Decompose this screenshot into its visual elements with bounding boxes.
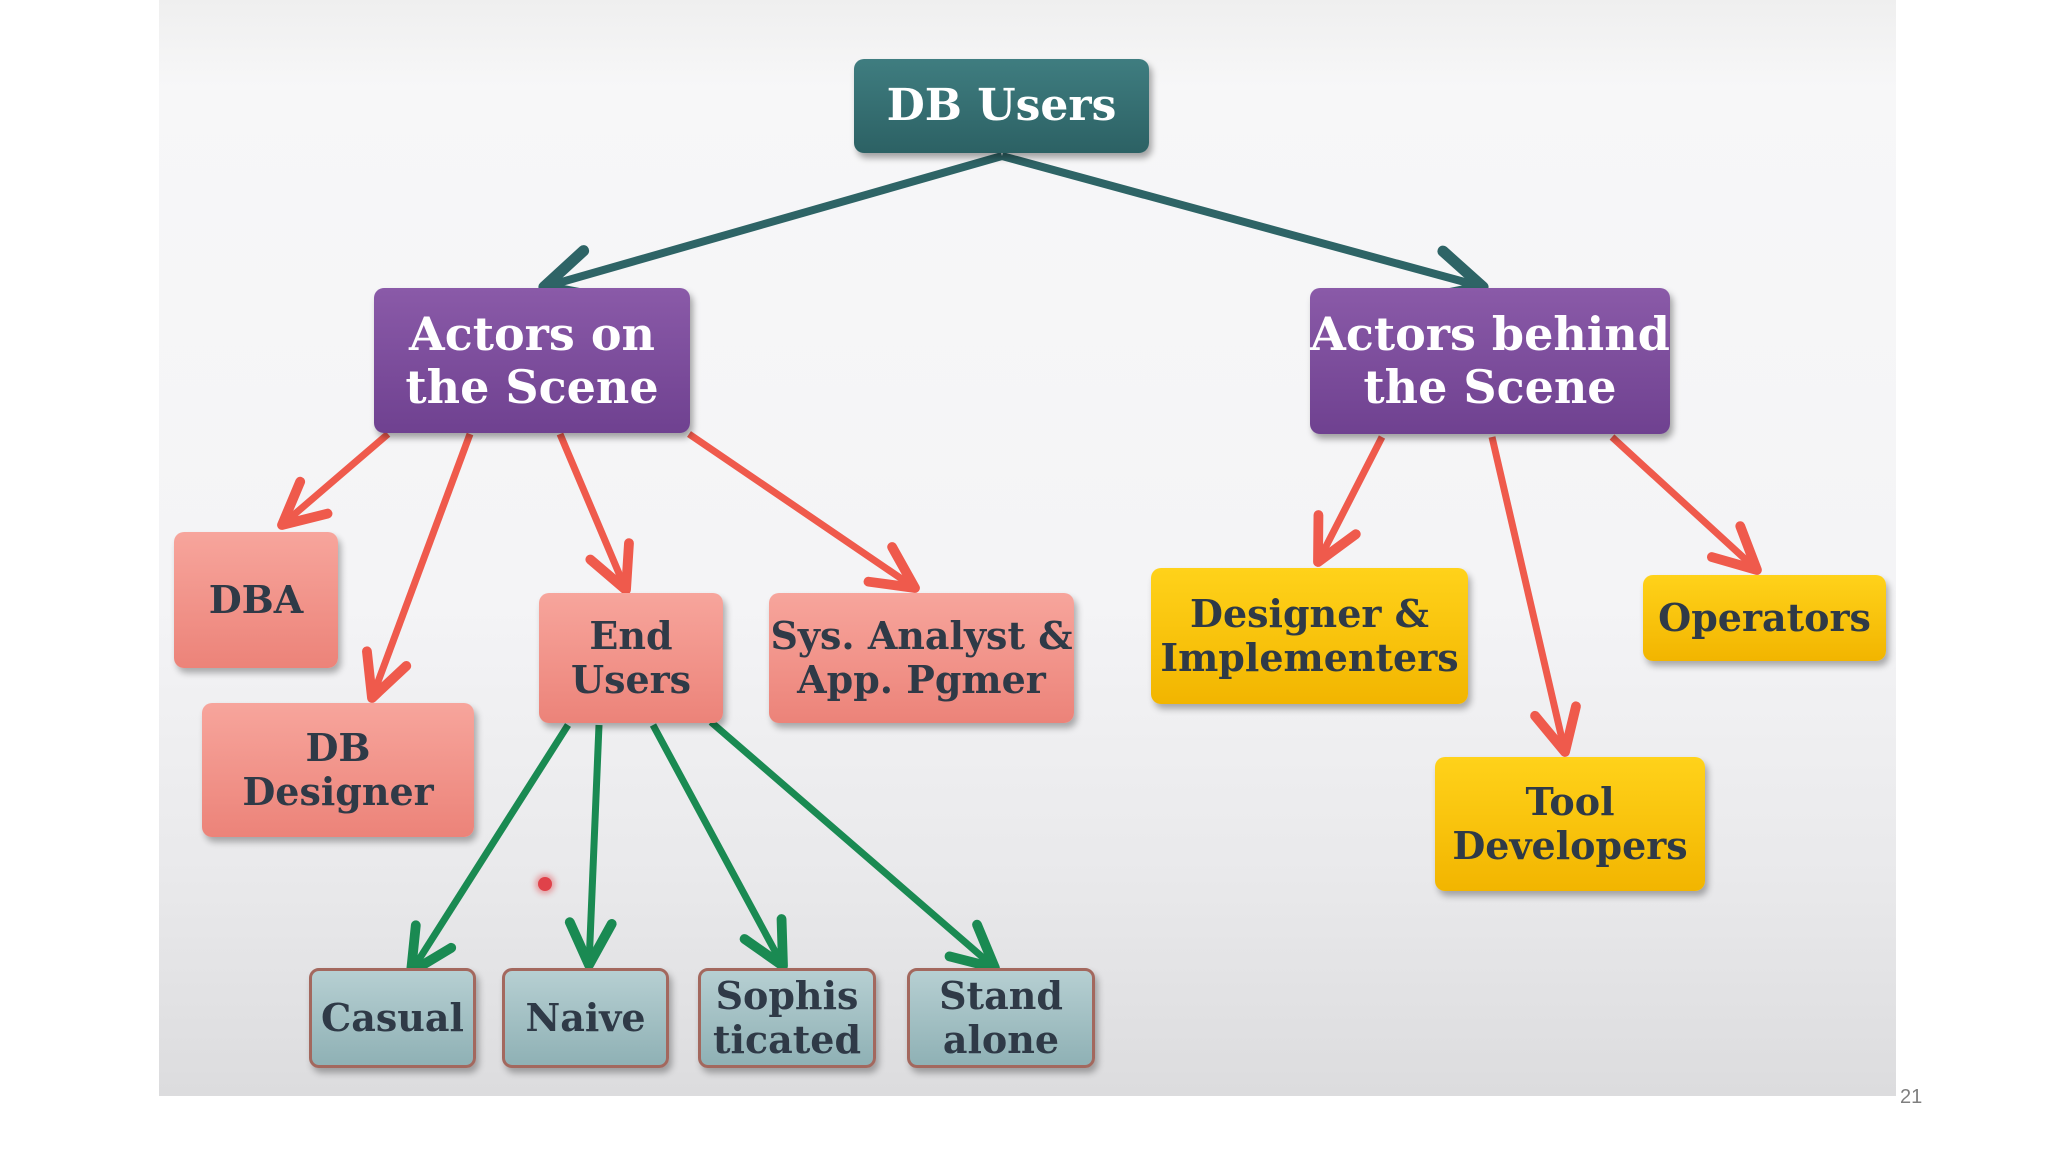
sophisticated-node: Sophis ticated [698, 968, 876, 1068]
db-users-label: DB Users [886, 79, 1117, 131]
end-users-node: End Users [539, 593, 723, 723]
actors-on-scene-label: Actors on the Scene [405, 306, 659, 414]
tool-developers-node: Tool Developers [1435, 757, 1705, 891]
operators-node: Operators [1643, 575, 1886, 661]
casual-label: Casual [321, 995, 464, 1041]
designers-implementers-label: Designer & Implementers [1160, 591, 1459, 680]
sophisticated-label: Sophis ticated [712, 973, 862, 1062]
arrow-to-casual [406, 723, 571, 977]
laser-pointer-dot [538, 877, 552, 891]
arrow-to-naive [564, 724, 617, 970]
sys-analyst-label: Sys. Analyst & App. Pgmer [770, 613, 1073, 702]
arrow-to-sys-analyst [687, 431, 920, 593]
arrow-to-dba [277, 431, 391, 530]
arrow-to-db-designer [362, 432, 474, 703]
connector-arrows [277, 152, 1762, 977]
arrow-root-to-actors-on-scene [538, 152, 1004, 303]
db-designer-label: DB Designer [242, 725, 434, 814]
designers-implementers-node: Designer & Implementers [1151, 568, 1468, 704]
slide-image: DB Users Actors on the Scene Actors behi… [159, 0, 1896, 1096]
standalone-node: Stand alone [907, 968, 1095, 1068]
actors-behind-scene-label: Actors behind the Scene [1310, 307, 1670, 414]
end-users-label: End Users [570, 613, 692, 702]
dba-label: DBA [208, 577, 304, 623]
naive-label: Naive [525, 995, 646, 1041]
arrow-to-standalone [708, 719, 1000, 973]
slide-number: 21 [1900, 1086, 1923, 1108]
db-designer-node: DB Designer [202, 703, 474, 837]
tool-developers-label: Tool Developers [1452, 779, 1688, 868]
actors-behind-scene-node: Actors behind the Scene [1310, 288, 1670, 434]
casual-node: Casual [309, 968, 476, 1068]
sys-analyst-node: Sys. Analyst & App. Pgmer [769, 593, 1074, 723]
arrow-root-to-actors-behind-scene [1000, 152, 1489, 304]
db-users-node: DB Users [854, 59, 1149, 153]
arrow-to-end-users [556, 432, 634, 595]
naive-node: Naive [502, 968, 669, 1068]
arrow-to-operators [1609, 434, 1762, 575]
arrow-to-designers [1313, 435, 1386, 567]
dba-node: DBA [174, 532, 338, 668]
standalone-label: Stand alone [939, 973, 1063, 1062]
actors-on-scene-node: Actors on the Scene [374, 288, 690, 433]
arrow-to-tool-developers [1488, 436, 1581, 757]
operators-label: Operators [1658, 595, 1871, 641]
arrow-to-sophisticated [649, 723, 788, 971]
